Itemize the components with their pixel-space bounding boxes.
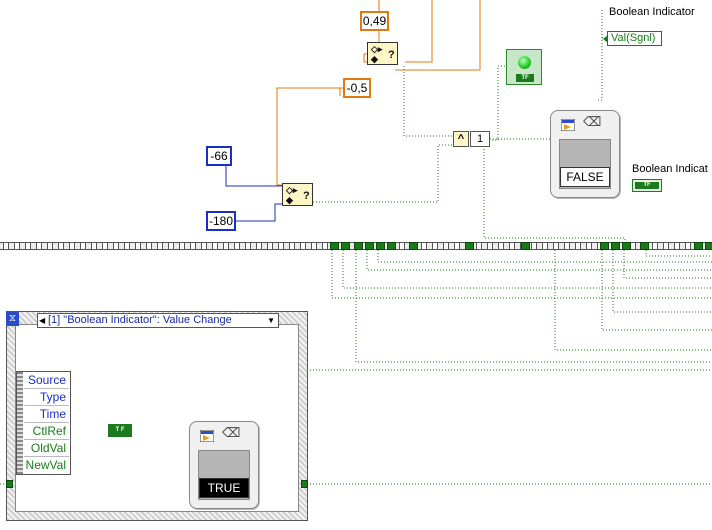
event-data-node[interactable]: Source Type Time CtlRef OldVal NewVal	[16, 371, 71, 475]
false-value: FALSE	[560, 167, 610, 187]
node-strip	[17, 372, 23, 474]
boolean-indicator-label: Boolean Indicat	[632, 163, 708, 175]
property-node-label: Boolean Indicator	[609, 6, 695, 18]
question-glyph: ?	[303, 190, 310, 202]
in-range-coerce-node-top[interactable]: ◇▸ ◆ ?	[367, 42, 398, 65]
tunnel	[6, 480, 13, 488]
event-field-oldval: OldVal	[24, 440, 69, 457]
tunnel	[521, 242, 530, 250]
one-button-dialog-false[interactable]: ⌫ FALSE	[550, 110, 620, 198]
tunnel	[330, 242, 339, 250]
tunnel	[341, 242, 350, 250]
tf-badge: TF	[516, 74, 534, 82]
diamond-icon: ◆	[286, 195, 293, 205]
val-sgnl-property-node[interactable]: Val(Sgnl)	[603, 31, 662, 46]
tunnel	[409, 242, 418, 250]
one-button-dialog-true[interactable]: ⌫ TRUE	[189, 421, 259, 509]
constant-neg-180[interactable]: -180	[206, 211, 236, 231]
true-constant[interactable]: T F	[108, 424, 132, 437]
constant-neg-0-5[interactable]: -0,5	[343, 78, 371, 98]
close-icon: ⌫	[222, 425, 241, 440]
chevron-down-icon[interactable]: ▼	[267, 316, 275, 325]
event-field-time: Time	[24, 406, 69, 423]
dialog-icon	[561, 119, 575, 131]
tunnel	[465, 242, 474, 250]
tunnel	[301, 480, 308, 488]
boolean-wires	[0, 10, 712, 485]
and-function-node[interactable]: ^	[453, 131, 469, 147]
tunnel	[622, 242, 631, 250]
tunnel	[705, 242, 712, 250]
dialog-icon	[200, 430, 214, 442]
event-field-type: Type	[24, 389, 69, 406]
blue-wires	[225, 164, 283, 222]
tf-badge: TF	[635, 182, 659, 189]
tunnel	[600, 242, 609, 250]
tunnel	[354, 242, 363, 250]
event-case-label: [1] "Boolean Indicator": Value Change	[48, 314, 232, 326]
diamond-icon: ◇▸	[286, 185, 298, 195]
diamond-icon: ◇▸	[371, 44, 383, 54]
close-icon: ⌫	[583, 114, 602, 129]
event-case-selector[interactable]: ◀ [1] "Boolean Indicator": Value Change …	[37, 313, 279, 328]
diamond-icon: ◆	[371, 54, 378, 64]
event-field-source: Source	[24, 372, 69, 389]
tunnel	[694, 242, 703, 250]
led-icon	[518, 56, 531, 69]
boolean-led-terminal[interactable]: TF	[506, 49, 542, 85]
tunnel	[376, 242, 385, 250]
tunnel	[365, 242, 374, 250]
in-range-coerce-node-bottom[interactable]: ◇▸ ◆ ?	[282, 183, 313, 206]
tunnel	[640, 242, 649, 250]
event-field-newval: NewVal	[25, 458, 66, 472]
constant-0-49[interactable]: 0,49	[360, 11, 389, 31]
decrement-arrow-icon[interactable]: ◀	[39, 316, 46, 325]
tunnel	[387, 242, 396, 250]
constant-one[interactable]: 1	[470, 131, 490, 147]
constant-neg-66[interactable]: -66	[206, 146, 232, 166]
true-value: TRUE	[199, 478, 249, 498]
tunnel	[611, 242, 620, 250]
question-glyph: ?	[388, 49, 395, 61]
hourglass-icon: ⧖	[6, 312, 19, 326]
boolean-indicator-terminal[interactable]: TF	[632, 179, 662, 192]
event-field-ctlref: CtlRef	[24, 423, 69, 440]
